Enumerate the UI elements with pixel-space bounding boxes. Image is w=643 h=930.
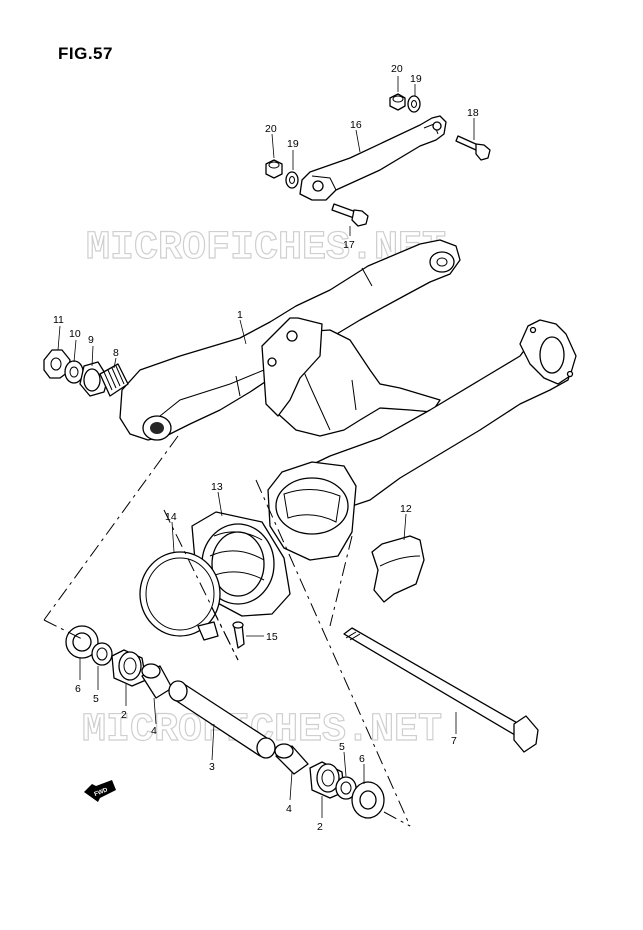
shock-mount-hole <box>286 330 298 342</box>
part-20-nut-lower[interactable] <box>265 159 283 179</box>
callout-5-right: 5 <box>339 741 345 753</box>
arm-edge <box>311 175 337 191</box>
part-18-bolt[interactable] <box>455 135 491 161</box>
callout-19-lower: 19 <box>287 138 299 150</box>
part-15-screw[interactable] <box>232 621 245 649</box>
arm-hole-left <box>312 180 324 192</box>
pivot-hardware-left <box>43 349 129 397</box>
part-5-washer-left[interactable] <box>91 642 113 666</box>
part-17-bolt[interactable] <box>331 203 369 227</box>
part-19-washer-upper[interactable] <box>407 95 421 113</box>
fwd-direction-badge: FWD <box>84 780 116 802</box>
callout-20-lower: 20 <box>265 123 277 135</box>
part-1-swing-arm[interactable] <box>119 239 577 561</box>
callout-18: 18 <box>467 107 479 119</box>
pivot-tube-bore <box>275 477 349 535</box>
fwd-arrow-icon <box>84 780 116 802</box>
callout-5-left: 5 <box>93 693 99 705</box>
leader-lines <box>57 76 475 818</box>
part-4-bushing-left[interactable] <box>141 663 173 699</box>
callout-16: 16 <box>350 119 362 131</box>
assembly-lines <box>43 435 411 827</box>
callout-14: 14 <box>165 511 177 523</box>
part-20-nut-upper[interactable] <box>389 93 406 111</box>
part-4-bushing-right[interactable] <box>274 743 309 775</box>
part-6-seal-left[interactable] <box>65 625 99 659</box>
callout-6-right: 6 <box>359 753 365 765</box>
torque-link-assembly <box>265 93 491 227</box>
callout-9: 9 <box>88 334 94 346</box>
callout-11: 11 <box>53 314 64 326</box>
callout-8: 8 <box>113 347 119 359</box>
part-16-torque-arm[interactable] <box>299 115 447 201</box>
callout-15: 15 <box>266 631 278 643</box>
callout-labels: 20 19 18 16 20 19 17 11 10 9 8 1 13 14 1… <box>53 63 479 833</box>
bearing-stack <box>65 625 385 819</box>
part-14-clamp-band[interactable] <box>139 551 221 641</box>
fwd-label: FWD <box>94 787 110 798</box>
part-9-collar[interactable] <box>79 361 109 397</box>
shock-mount-hole-2 <box>267 357 277 367</box>
axle-flange-bore <box>539 336 565 374</box>
seal-assembly <box>139 511 425 649</box>
pivot-boss-right-top <box>429 251 455 273</box>
callout-13: 13 <box>211 481 223 493</box>
callout-2-left: 2 <box>121 709 127 721</box>
part-2-bearing-left[interactable] <box>111 649 147 687</box>
callout-12: 12 <box>400 503 412 515</box>
callout-4-right: 4 <box>286 803 292 815</box>
callout-2-right: 2 <box>317 821 323 833</box>
arm-edge-line <box>159 369 265 417</box>
part-13-dust-boot[interactable] <box>191 511 291 617</box>
callout-1: 1 <box>237 309 243 321</box>
part-6-seal-right[interactable] <box>351 781 385 819</box>
callout-17: 17 <box>343 239 355 251</box>
part-8-spacer[interactable] <box>99 363 129 397</box>
callout-20-upper: 20 <box>391 63 403 75</box>
callout-10: 10 <box>69 328 81 340</box>
part-19-washer-lower[interactable] <box>285 171 299 189</box>
arm-hole-right <box>432 121 442 131</box>
callout-6-left: 6 <box>75 683 81 695</box>
figure-title: FIG.57 <box>58 44 113 63</box>
callout-3: 3 <box>209 761 215 773</box>
callout-7: 7 <box>451 735 457 747</box>
part-12-shield[interactable] <box>371 535 425 603</box>
callout-4-left: 4 <box>151 725 157 737</box>
part-7-pivot-shaft[interactable] <box>343 627 539 753</box>
part-3-pivot-sleeve[interactable] <box>168 680 276 759</box>
callout-19-upper: 19 <box>410 73 422 85</box>
